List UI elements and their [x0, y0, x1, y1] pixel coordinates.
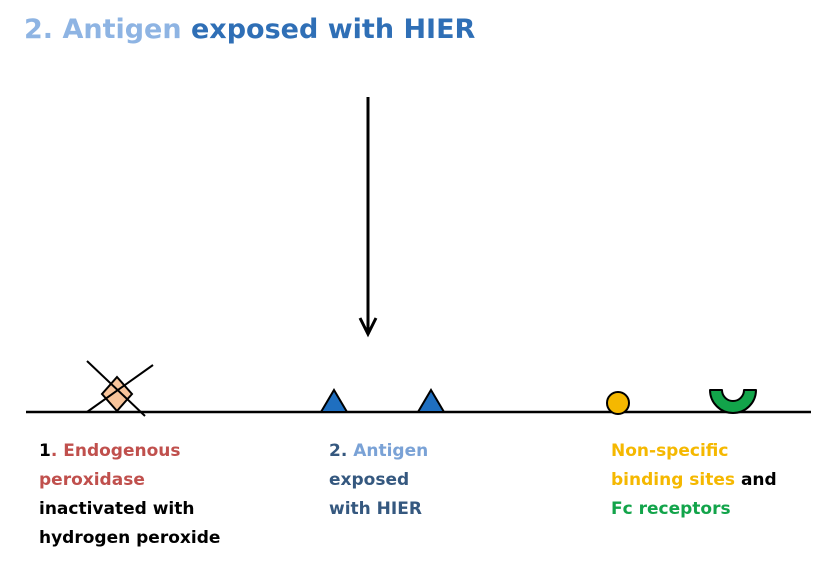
antigen-triangle-icon	[416, 388, 446, 413]
down-arrow-icon	[358, 97, 378, 338]
label-step3: Non-specific binding sites and Fc recept…	[611, 437, 777, 524]
step3-line2: binding sites	[611, 470, 736, 490]
step2-word: Antigen	[353, 441, 429, 461]
step3-and: and	[740, 470, 777, 490]
step1-line2: peroxidase	[39, 470, 145, 490]
nonspecific-binding-circle-icon	[606, 391, 630, 415]
title-antigen: Antigen	[62, 14, 182, 45]
step1-line4: hydrogen peroxide	[39, 528, 221, 548]
step1-line1: Endogenous	[63, 441, 181, 461]
step1-number: 1	[39, 441, 51, 461]
step2-number: 2.	[329, 441, 348, 461]
fc-receptor-cup-icon	[709, 389, 757, 414]
step3-line1: Non-specific	[611, 441, 729, 461]
label-step2: 2. Antigen exposed with HIER	[329, 437, 428, 524]
step2-line2: exposed	[329, 470, 410, 490]
title-number: 2.	[24, 14, 54, 45]
step3-line3: Fc receptors	[611, 499, 731, 519]
step1-dot: .	[50, 441, 58, 461]
title-rest: exposed with HIER	[191, 14, 476, 45]
antigen-triangle-icon	[319, 388, 349, 413]
step1-line3: inactivated with	[39, 499, 195, 519]
peroxidase-diamond-icon	[86, 360, 154, 417]
step2-line3: with HIER	[329, 499, 422, 519]
label-step1: 1. Endogenous peroxidase inactivated wit…	[39, 437, 220, 553]
page-title: 2. Antigen exposed with HIER	[24, 14, 475, 45]
